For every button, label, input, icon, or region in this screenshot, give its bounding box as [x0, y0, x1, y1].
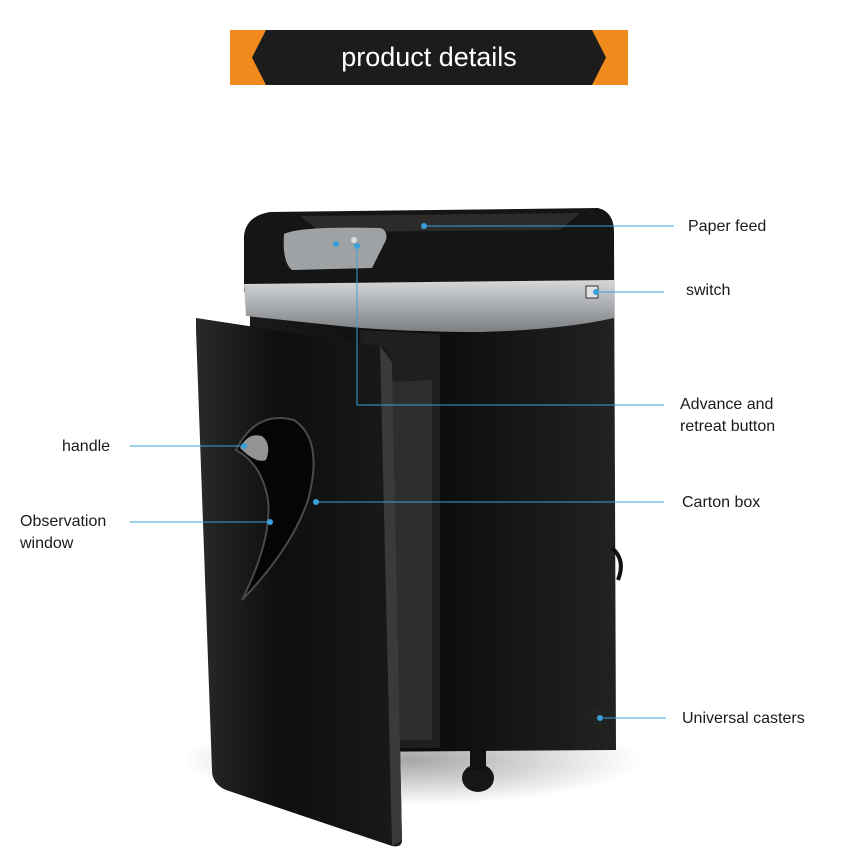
label-advance-line2: retreat button [680, 418, 776, 435]
banner-title: product details [341, 42, 517, 72]
label-carton-box: Carton box [682, 494, 761, 511]
banner-left-arrow [230, 30, 266, 85]
silver-trim [244, 280, 614, 332]
label-universal-casters: Universal casters [682, 710, 805, 727]
label-observation-line1: Observation [20, 513, 107, 530]
front-door [196, 318, 402, 847]
label-handle: handle [62, 438, 111, 455]
label-paper-feed: Paper feed [688, 218, 767, 235]
callout-lines [130, 225, 674, 719]
header-banner: product details [230, 30, 628, 85]
control-panel [283, 227, 387, 270]
banner-right-arrow [592, 30, 628, 85]
observation-window [234, 417, 315, 601]
callout-line-advance [356, 246, 664, 406]
label-switch: switch [686, 282, 731, 299]
label-advance-line1: Advance and [680, 396, 774, 413]
banner-background [230, 30, 628, 85]
callout-dots [241, 223, 603, 721]
label-observation-line2: window [20, 535, 74, 552]
